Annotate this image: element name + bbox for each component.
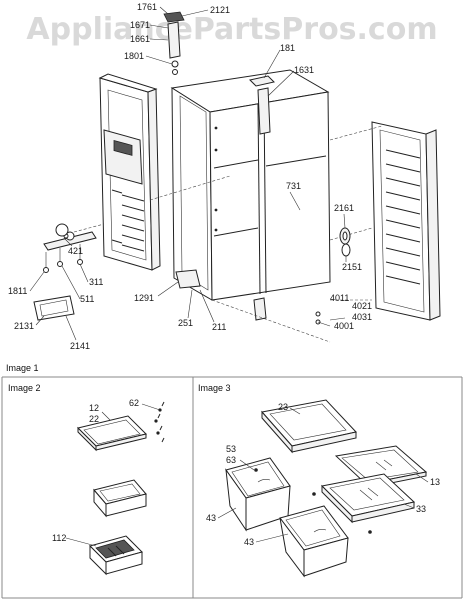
callout-4001: 4001: [334, 321, 354, 331]
ice-bin: [89, 535, 143, 576]
callout-251: 251: [178, 318, 193, 328]
callout-43-upper: 43: [206, 513, 216, 523]
watermark: AppliancePartsPros.com: [26, 12, 437, 47]
callout-2161: 2161: [334, 203, 354, 213]
callout-1631: 1631: [294, 65, 314, 75]
section-caption-image3: Image 3: [198, 383, 231, 393]
callout-63: 63: [226, 455, 236, 465]
image1-callouts: 1761 2121 1671 1661 1801 181 1631 731 42…: [8, 2, 372, 351]
crisper-cover-tray: [77, 415, 147, 452]
callout-1291: 1291: [134, 293, 154, 303]
callout-53: 53: [226, 444, 236, 454]
fresh-food-door-bins: [385, 149, 421, 285]
callout-22: 22: [89, 414, 99, 424]
callout-12: 12: [89, 403, 99, 413]
crisper-drawer-upper: [225, 457, 291, 532]
callout-23: 23: [278, 402, 288, 412]
callout-4031: 4031: [352, 312, 372, 322]
callout-62: 62: [129, 398, 139, 408]
crisper-cover-lower: [320, 473, 416, 524]
freezer-door-bins: [111, 189, 145, 252]
callout-2151: 2151: [342, 262, 362, 272]
callout-2131: 2131: [14, 321, 34, 331]
shelf-clips: [154, 401, 165, 443]
callout-2141: 2141: [70, 341, 90, 351]
callout-1661: 1661: [130, 34, 150, 44]
callout-43-lower: 43: [244, 537, 254, 547]
small-drawer: [93, 479, 147, 518]
crisper-cover-upper: [261, 399, 357, 454]
callout-211: 211: [212, 322, 226, 332]
callout-511: 511: [80, 294, 94, 304]
callout-33: 33: [416, 504, 426, 514]
callout-1761: 1761: [137, 2, 157, 12]
glass-shelf: [334, 445, 428, 489]
crisper-drawer-lower: [279, 505, 349, 578]
callout-1671: 1671: [130, 20, 150, 30]
section-caption-image2: Image 2: [8, 383, 41, 393]
section-caption-image1: Image 1: [6, 363, 39, 373]
callout-731: 731: [286, 181, 301, 191]
callout-311: 311: [89, 277, 103, 287]
refrigerator-cabinet: [170, 69, 331, 321]
fresh-food-door: [371, 121, 441, 321]
alignment-lines: [73, 125, 383, 343]
bottom-hinge-assembly: [33, 223, 97, 321]
freezer-door: [98, 73, 161, 271]
callout-421: 421: [68, 246, 83, 256]
top-hinge-assembly: [163, 11, 185, 75]
callout-4011: 4011: [330, 293, 349, 303]
callout-112: 112: [52, 533, 66, 543]
callout-13: 13: [430, 477, 440, 487]
callout-181: 181: [280, 43, 295, 53]
callout-1811: 1811: [8, 286, 27, 296]
callout-2121: 2121: [210, 5, 230, 15]
callout-1801: 1801: [124, 51, 144, 61]
callout-4021: 4021: [352, 301, 372, 311]
